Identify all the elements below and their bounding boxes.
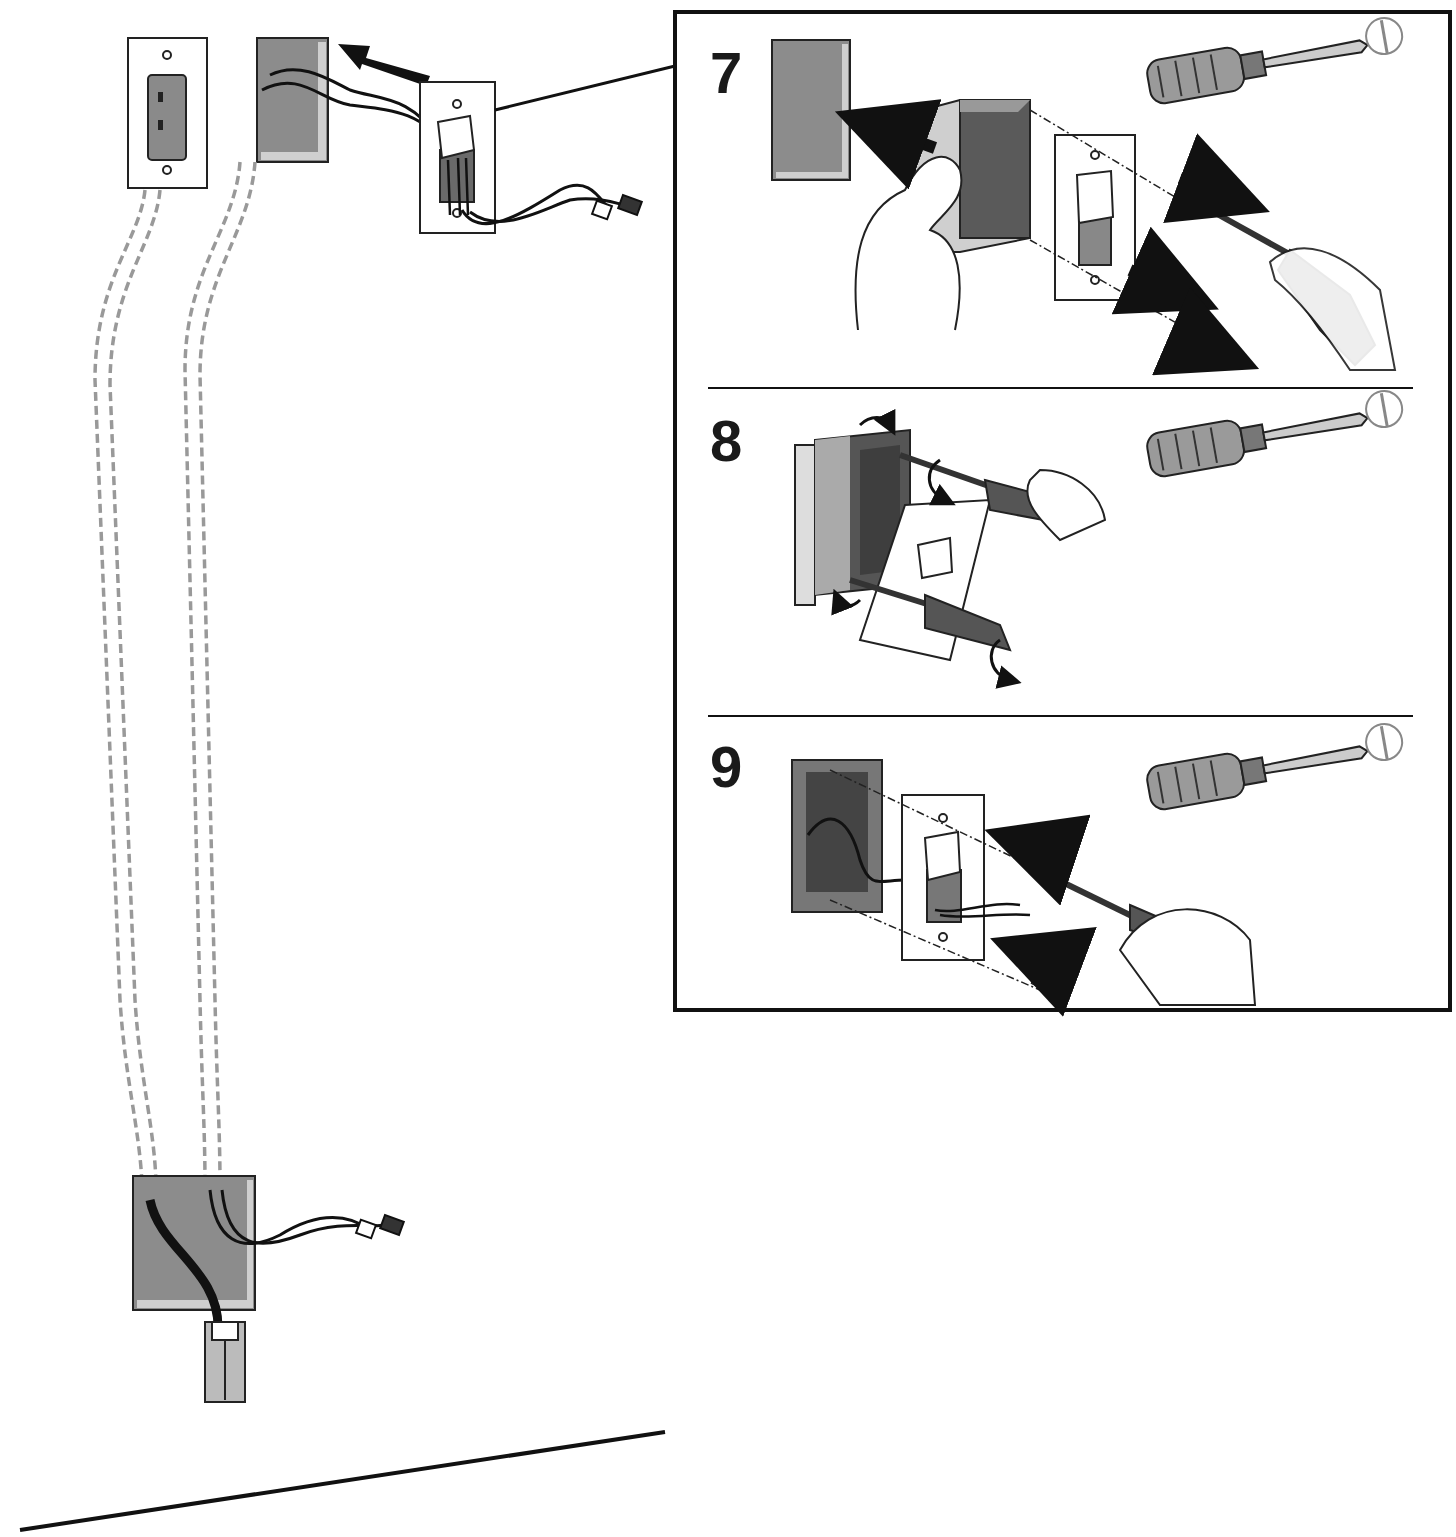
step-number: 8	[710, 412, 742, 470]
recessed-box-part	[261, 42, 326, 160]
step-8-art-part	[860, 418, 890, 426]
step-9-art-part	[939, 814, 947, 822]
outlet-plate-part	[148, 75, 186, 160]
inset-frame-part	[708, 715, 1413, 717]
hidden-cable-part	[200, 162, 255, 1185]
step-7-art-part	[855, 157, 961, 330]
hidden-cable-part	[110, 190, 160, 1185]
leader-line	[495, 66, 675, 110]
step-7-art-part	[880, 128, 935, 148]
inset-frame-part	[675, 12, 1450, 1010]
step-9-art-part	[1030, 845, 1075, 860]
step-9-art	[792, 760, 1255, 1005]
screwdriver-icon	[1145, 15, 1407, 811]
step-8-art-part	[1027, 470, 1105, 540]
step-7-art-part	[1180, 178, 1225, 195]
step-8-art-part	[929, 460, 945, 500]
step-8-art-part	[795, 445, 815, 605]
step-7-art-part	[1055, 135, 1135, 300]
screwdriver-icon-part	[1145, 388, 1407, 478]
inset-frame	[675, 12, 1450, 1010]
step-7-art-part	[776, 44, 848, 178]
step-8-art-part	[850, 580, 930, 605]
move-arrow	[338, 44, 430, 86]
lower-box	[133, 1176, 404, 1330]
step-number: 9	[710, 738, 742, 796]
outlet-plate-part	[163, 51, 171, 59]
screwdriver-icon-part	[1145, 721, 1407, 811]
recessed-box	[257, 38, 328, 162]
step-7-art-part	[1180, 335, 1215, 350]
step-8-art-part	[838, 600, 860, 606]
wire-connector	[592, 195, 642, 219]
step-9-art-part	[925, 832, 960, 880]
outlet-plate-part	[163, 166, 171, 174]
hidden-cable	[95, 162, 255, 1185]
plug-part	[224, 1340, 226, 1400]
hidden-cable-part	[185, 162, 240, 1185]
step-9-art-part	[935, 904, 1030, 917]
switch-wires	[462, 185, 625, 223]
step-7-art-part	[1130, 270, 1175, 290]
screwdriver-icon-part	[1145, 15, 1407, 105]
step-9-art-part	[808, 819, 905, 881]
step-8-art-part	[991, 640, 1010, 680]
step-7-art-part	[1030, 240, 1180, 325]
hidden-cable-part	[95, 190, 145, 1185]
step-9-art-part	[1031, 975, 1061, 996]
lower-box-part	[356, 1220, 376, 1239]
switch-plate-part	[420, 82, 495, 233]
outlet-plate-part	[158, 92, 163, 102]
step-7-art-part	[1270, 248, 1395, 370]
plug	[205, 1322, 245, 1402]
floor-line	[20, 1432, 665, 1530]
wire-connector-part	[618, 195, 642, 215]
step-9-art-part	[1035, 955, 1075, 970]
step-7-art-part	[960, 100, 1030, 112]
step-7-art	[772, 40, 1395, 370]
outlet-plate	[128, 38, 207, 188]
step-8-art	[795, 418, 1105, 681]
step-9-art-part	[806, 772, 868, 892]
switch-plate	[420, 82, 495, 233]
lower-box-part	[133, 1176, 255, 1310]
step-7-art-part	[772, 40, 850, 180]
plug-part	[205, 1322, 245, 1402]
inset-frame-part	[708, 387, 1413, 389]
lower-box-part	[210, 1190, 370, 1244]
step-9-art-part	[830, 900, 1040, 990]
step-9-art-part	[902, 795, 984, 960]
step-8-art-part	[815, 436, 850, 595]
wire-connector-part	[592, 201, 612, 220]
step-7-art-part	[960, 100, 1030, 238]
step-9-art-part	[792, 760, 882, 912]
lower-box-part	[380, 1215, 404, 1235]
outlet-plate-part	[158, 120, 163, 130]
step-number: 7	[710, 44, 742, 102]
recessed-box-part	[257, 38, 328, 162]
switch-plate-part	[438, 116, 474, 158]
step-7-art-part	[1030, 110, 1180, 200]
step-9-art-part	[939, 933, 947, 941]
step-9-art-part	[1120, 909, 1255, 1005]
step-9-art-part	[1058, 880, 1140, 920]
switch-plate-part	[453, 100, 461, 108]
switch-wires-part	[470, 199, 625, 222]
lower-box-part	[150, 1200, 218, 1330]
switch-plate-part	[448, 158, 468, 215]
step-9-art-part	[1029, 861, 1059, 882]
plug-part	[212, 1322, 238, 1340]
lower-box-part	[222, 1190, 385, 1243]
step-8-art-part	[918, 538, 952, 578]
step-9-art-part	[830, 770, 1040, 870]
outlet-plate-part	[128, 38, 207, 188]
